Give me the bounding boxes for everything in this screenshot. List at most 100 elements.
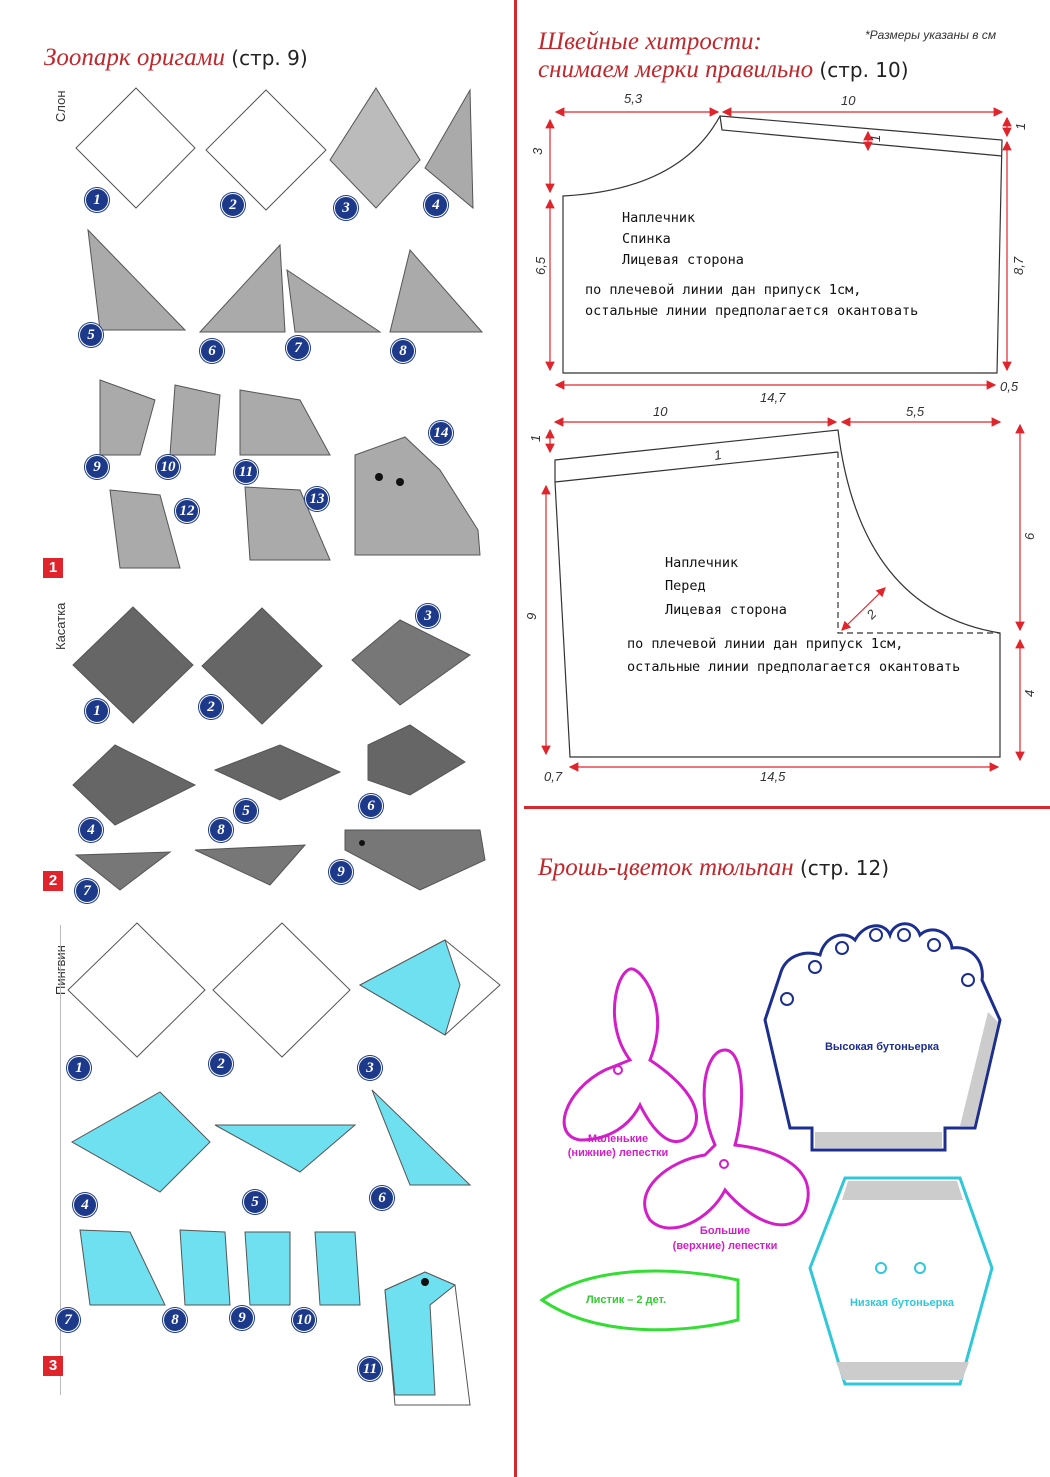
leaf-shape bbox=[539, 1269, 740, 1332]
orca-step5-shape bbox=[213, 744, 342, 801]
pattern-label: Перед bbox=[665, 578, 706, 594]
elephant-step9-shape bbox=[99, 379, 156, 456]
front-pattern bbox=[554, 429, 1001, 758]
elephant-step8-shape bbox=[389, 248, 484, 333]
origami-title: Зоопарк оригами (стр. 9) bbox=[44, 44, 308, 71]
elephant-step1-shape bbox=[75, 87, 196, 209]
penguin-rule bbox=[60, 925, 61, 1395]
step-badge: 3 bbox=[358, 1056, 382, 1080]
dim-label: 8,7 bbox=[1011, 256, 1026, 275]
section-marker: 2 bbox=[43, 871, 63, 891]
elephant-eye bbox=[396, 478, 404, 486]
step-badge: 9 bbox=[230, 1306, 254, 1330]
step-badge: 6 bbox=[359, 794, 383, 818]
dim-label: 10 bbox=[653, 404, 668, 419]
tulip-title: Брошь-цветок тюльпан (стр. 12) bbox=[538, 854, 890, 881]
step-badge: 6 bbox=[370, 1186, 394, 1210]
elephant-step11-shape bbox=[239, 389, 331, 456]
tall-holder-label: Высокая бутоньерка bbox=[825, 1041, 940, 1053]
step-badge: 8 bbox=[391, 339, 415, 363]
step-badge: 12 bbox=[175, 499, 199, 523]
penguin-step1-shape bbox=[67, 922, 206, 1058]
dim-label: 6 bbox=[1022, 532, 1037, 540]
step-badge: 4 bbox=[79, 818, 103, 842]
dim-label: 1 bbox=[528, 435, 543, 442]
column-divider bbox=[514, 0, 517, 1477]
step-badge: 14 bbox=[429, 421, 453, 445]
orca-step6-shape bbox=[367, 724, 466, 796]
dim-label: 2 bbox=[863, 606, 880, 623]
pattern-instruction: по плечевой линии дан припуск 1см, bbox=[585, 282, 861, 298]
elephant-step14-shape bbox=[354, 436, 481, 556]
section-marker: 1 bbox=[43, 558, 63, 578]
penguin-step8-shape bbox=[179, 1229, 231, 1306]
tall-holder-side bbox=[960, 1012, 998, 1126]
step-badge: 9 bbox=[85, 455, 109, 479]
penguin-step11-fill bbox=[384, 1271, 456, 1396]
step-badge: 1 bbox=[85, 699, 109, 723]
step-badge: 3 bbox=[416, 604, 440, 628]
step-badge: 5 bbox=[79, 323, 103, 347]
pattern-label: Наплечник bbox=[665, 555, 738, 571]
step-badge: 10 bbox=[156, 455, 180, 479]
dim-arrow bbox=[841, 587, 886, 631]
dim-label: 14,7 bbox=[760, 390, 786, 405]
step-badge: 5 bbox=[234, 799, 258, 823]
orca-step2-shape bbox=[201, 607, 323, 725]
penguin-eye bbox=[421, 1278, 429, 1286]
big-petals-label: Большие bbox=[700, 1225, 750, 1237]
step-badge: 13 bbox=[305, 487, 329, 511]
orca-step8-shape bbox=[194, 844, 307, 886]
dim-label: 10 bbox=[841, 93, 856, 108]
dim-label: 1 bbox=[868, 135, 883, 142]
pattern-label: Спинка bbox=[622, 231, 671, 247]
dim-label: 5,3 bbox=[624, 91, 643, 106]
elephant-step2-shape bbox=[205, 89, 327, 211]
step-badge: 10 bbox=[292, 1308, 316, 1332]
step-badge: 1 bbox=[85, 188, 109, 212]
step-badge: 2 bbox=[209, 1052, 233, 1076]
step-badge: 7 bbox=[56, 1308, 80, 1332]
pattern-label: Наплечник bbox=[622, 210, 695, 226]
dim-label: 0,5 bbox=[1000, 379, 1019, 394]
dim-label: 9 bbox=[524, 613, 539, 620]
step-badge: 2 bbox=[221, 193, 245, 217]
penguin-step4-shape bbox=[70, 1091, 211, 1193]
units-note: *Размеры указаны в см bbox=[865, 28, 997, 42]
tulip-patterns: Маленькие (нижние) лепестки Большие (вер… bbox=[539, 922, 1002, 1386]
elephant-step3-shape bbox=[329, 87, 421, 209]
orca-step9-shape bbox=[344, 829, 486, 891]
step-badge: 11 bbox=[234, 460, 258, 484]
dim-label: 6,5 bbox=[533, 256, 548, 275]
penguin-step7-shape bbox=[79, 1229, 166, 1306]
dim-label: 14,5 bbox=[760, 769, 786, 784]
orca-step4-shape bbox=[72, 744, 197, 826]
step-badge: 6 bbox=[200, 339, 224, 363]
low-holder-band-bottom bbox=[836, 1362, 969, 1380]
step-badge: 4 bbox=[424, 193, 448, 217]
orca-eye bbox=[359, 840, 365, 846]
step-badge: 1 bbox=[67, 1056, 91, 1080]
leaf-label: Листик – 2 дет. bbox=[586, 1294, 666, 1306]
dim-label: 0,7 bbox=[544, 769, 563, 784]
sewing-patterns: 5,3 10 3 1 1 6,5 8,7 14,7 0,5 Наплечник … bbox=[524, 91, 1037, 784]
dim-label: 1 bbox=[1013, 123, 1028, 130]
small-petals-shape bbox=[562, 967, 698, 1143]
step-badge: 11 bbox=[358, 1357, 382, 1381]
step-badge: 5 bbox=[243, 1190, 267, 1214]
penguin-step10-shape bbox=[314, 1231, 361, 1306]
step-badge: 7 bbox=[286, 336, 310, 360]
low-holder-label: Низкая бутоньерка bbox=[850, 1297, 955, 1309]
back-pattern bbox=[562, 115, 1003, 374]
dim-label: 4 bbox=[1022, 690, 1037, 697]
sewing-title: Швейные хитрости: снимаем мерки правильн… bbox=[538, 28, 909, 83]
dim-label: 1 bbox=[713, 447, 723, 463]
small-petals-label: Маленькие bbox=[588, 1133, 648, 1145]
elephant-step4-shape bbox=[424, 88, 474, 210]
penguin-step2-shape bbox=[212, 922, 351, 1058]
penguin-step6-shape bbox=[371, 1089, 472, 1186]
section-divider bbox=[524, 806, 1050, 809]
step-badge: 9 bbox=[329, 860, 353, 884]
step-badge: 7 bbox=[75, 879, 99, 903]
low-holder-shape bbox=[808, 1176, 994, 1386]
